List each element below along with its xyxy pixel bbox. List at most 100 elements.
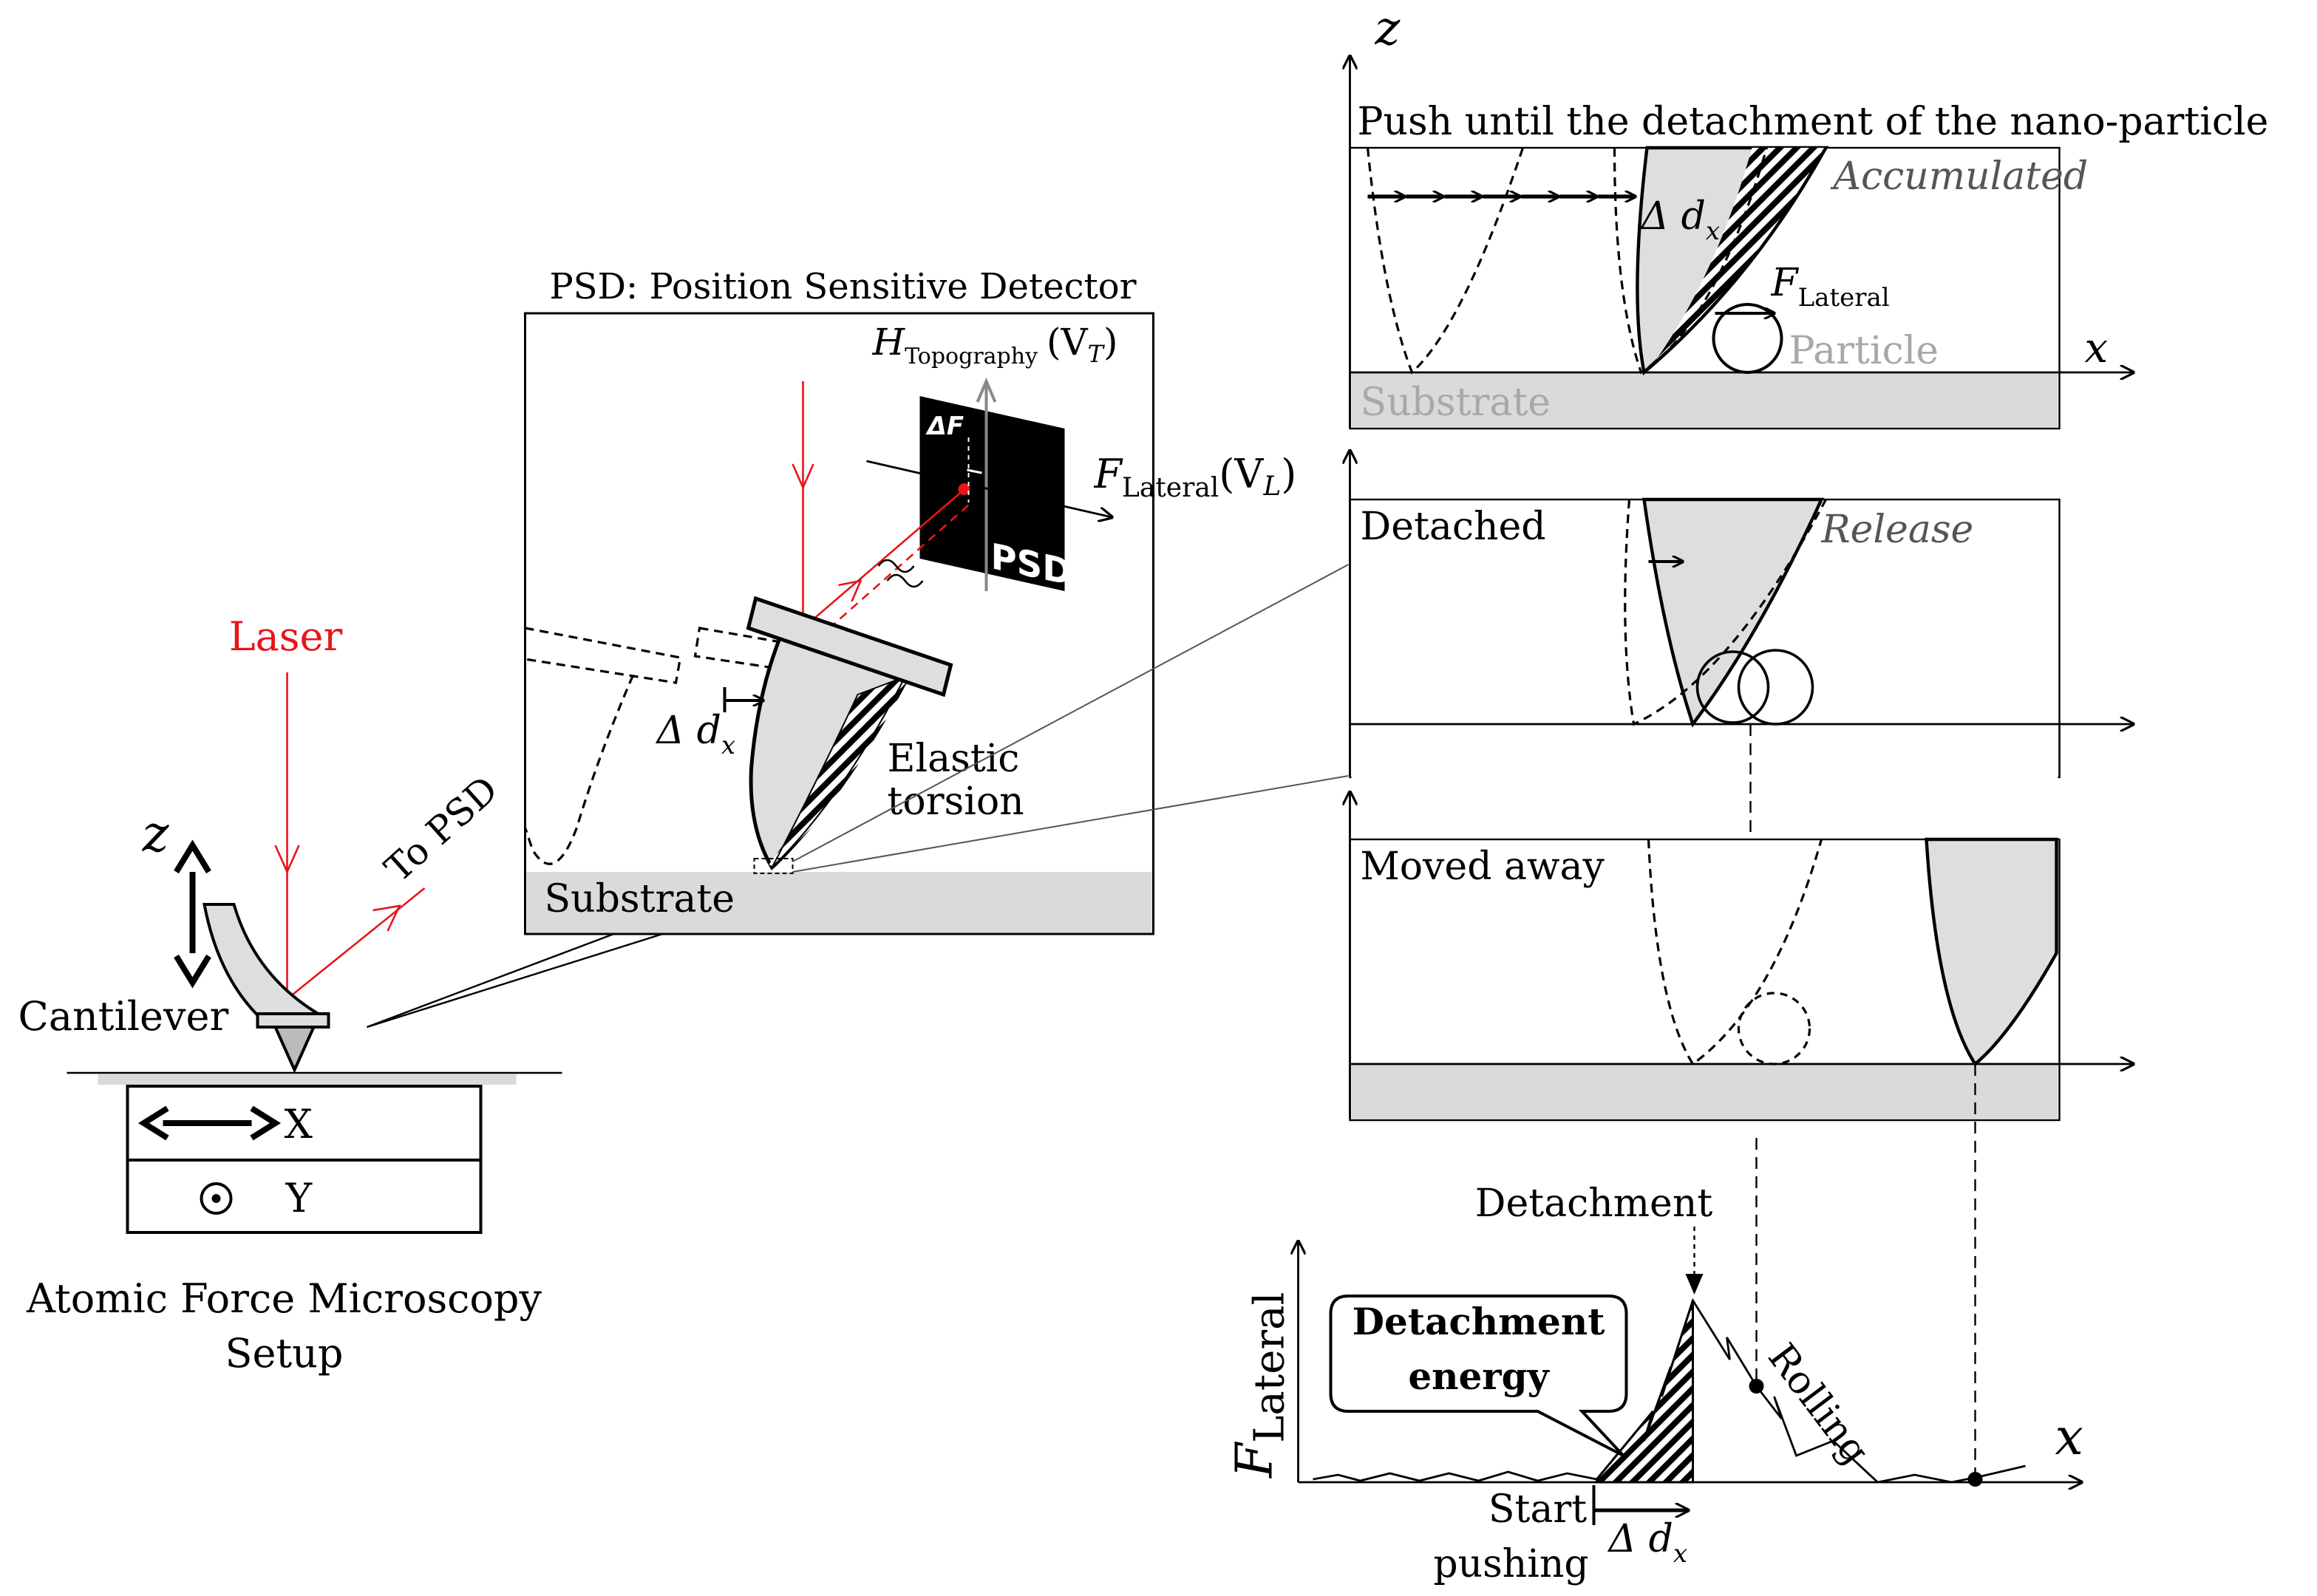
z-arrow-up-icon — [174, 839, 211, 874]
laser-beam-reflected — [286, 887, 426, 1000]
beam-break-mark — [877, 559, 915, 573]
reflected-arrowhead-icon — [372, 904, 401, 932]
release-label: Release — [1821, 508, 1974, 552]
zoom-line-lower — [367, 932, 663, 1029]
detachment-pointer-head-icon — [1685, 1274, 1704, 1295]
push-f-lateral-label: FLateral — [1771, 261, 1890, 313]
h-paren: (V — [1047, 321, 1089, 364]
f-lateral-psd-label: FLateral(VL) — [1094, 451, 1297, 503]
psd-inset-frame — [524, 312, 1154, 935]
zoom-line-to-panel-upper — [792, 564, 1349, 862]
moved-tip-shaded — [1925, 837, 2058, 1067]
detached-particle-left — [1695, 650, 1770, 724]
energy-line2: energy — [1408, 1354, 1550, 1398]
start-pushing-line1: Start — [1488, 1487, 1587, 1532]
zoom-line-to-panel-lower — [792, 775, 1349, 873]
inset-dashed-cantilever-left — [525, 627, 682, 684]
inset-ddx-sub: x — [721, 731, 735, 760]
y-out-of-page-icon — [200, 1182, 233, 1215]
energy-line1: Detachment — [1353, 1300, 1605, 1343]
force-y-sub: Lateral — [1246, 1292, 1294, 1443]
cantilever-label: Cantilever — [18, 993, 229, 1040]
psd-lateral-axis — [866, 460, 1112, 517]
push-dashed-tip-start — [1366, 147, 1525, 375]
delta-f-label: ΔF — [925, 412, 964, 441]
moved-point-icon — [1967, 1472, 1983, 1487]
afm-caption-line2: Setup — [225, 1330, 344, 1377]
force-trace — [1313, 1297, 2026, 1484]
energy-callout-bubble — [1329, 1295, 1628, 1457]
force-plot: x FLateral Detachment Rolling Detachment… — [1226, 1181, 2083, 1586]
cantilever-tip — [273, 1026, 316, 1074]
z-arrow-down-icon — [174, 954, 211, 989]
rolling-point-icon — [1749, 1379, 1764, 1394]
afm-caption-line1: Atomic Force Microscopy — [26, 1275, 542, 1322]
psd-detector-plate — [919, 396, 1065, 591]
sample-substrate-strip — [98, 1074, 517, 1085]
accumulated-label: Accumulated — [1831, 154, 2089, 199]
detached-tip-shaded — [1641, 497, 1824, 728]
panel-push: z Push until the detachment of the nano-… — [1350, 1, 2269, 430]
elastic-torsion-line2: torsion — [888, 780, 1024, 824]
beam-break-mark-2 — [886, 573, 924, 588]
to-psd-label: To PSD — [377, 768, 506, 890]
detached-title: Detached — [1361, 505, 1546, 549]
laser-arrowhead-icon — [274, 845, 300, 875]
inset-tip-torsion-hatch-2 — [771, 675, 907, 868]
push-delta-dx-label: Δ dx — [1640, 194, 1721, 246]
afm-setup: Laser To PSD z Cantilever X Y Atomic For… — [18, 613, 663, 1377]
push-ddx-sub: x — [1706, 216, 1720, 246]
push-f-sub: Lateral — [1798, 283, 1890, 313]
inset-laser-reflected — [802, 491, 962, 629]
psd-inset-substrate-label: Substrate — [545, 877, 735, 921]
fl-paren: (V — [1219, 451, 1264, 497]
psd-inset-title: PSD: Position Sensitive Detector — [549, 266, 1136, 307]
push-ddx-main: Δ d — [1640, 194, 1706, 239]
moved-dashed-particle — [1737, 992, 1811, 1065]
panel-detached: Detached Release — [1350, 451, 2134, 779]
x-arrow-right-icon — [250, 1105, 282, 1141]
h-sub: Topography — [905, 344, 1038, 369]
psd-inset-substrate — [526, 872, 1152, 932]
inset-cantilever-beam — [746, 596, 953, 698]
detached-frame-bottom-mask — [1351, 726, 2058, 779]
fl-close: ) — [1281, 451, 1296, 497]
x-arrow-left-icon — [137, 1105, 169, 1141]
push-tip-hatch — [1647, 148, 1826, 372]
push-particle-label: Particle — [1789, 329, 1939, 373]
force-ddx-main: Δ d — [1607, 1517, 1673, 1561]
push-title: Push until the detachment of the nano-pa… — [1358, 100, 2269, 144]
detachment-label: Detachment — [1475, 1181, 1713, 1226]
push-x-label: x — [2085, 324, 2109, 372]
elastic-torsion-line1: Elastic — [888, 737, 1020, 781]
push-z-label: z — [1375, 1, 1401, 56]
push-substrate — [1351, 372, 2058, 427]
force-x-label: x — [2055, 1408, 2083, 1467]
force-ddx-sub: x — [1673, 1539, 1687, 1569]
push-f-main: F — [1771, 261, 1800, 305]
afm-z-axis-label: z — [142, 805, 170, 864]
moved-title: Moved away — [1361, 845, 1605, 889]
h-main: H — [872, 321, 906, 364]
fl-sub: Lateral — [1122, 473, 1219, 503]
inset-ddx-main: Δ d — [656, 709, 721, 753]
start-pushing-line2: pushing — [1433, 1542, 1588, 1586]
fl-paren-sub: L — [1262, 471, 1281, 502]
inset-laser-arrowhead-icon — [792, 463, 814, 491]
laser-label: Laser — [229, 613, 343, 660]
detached-particle-right — [1737, 649, 1814, 726]
x-axis-stage-label: X — [285, 1101, 313, 1147]
inset-laser-reflected-dashed — [817, 502, 973, 639]
inset-dashed-tip-left — [523, 675, 634, 865]
moved-dashed-tip — [1647, 839, 1823, 1066]
force-y-main: F — [1226, 1441, 1285, 1479]
panel-moved-away: Moved away — [1350, 792, 2134, 1122]
zoom-line-upper — [367, 932, 614, 1029]
h-topography-label: HTopography(VT) — [872, 321, 1118, 369]
psd-inset: PSD: Position Sensitive Detector Substra… — [523, 266, 1349, 935]
y-axis-stage-label: Y — [285, 1175, 313, 1221]
push-particle — [1712, 303, 1783, 374]
moved-substrate — [1351, 1064, 2058, 1119]
h-paren-sub: T — [1088, 340, 1106, 368]
